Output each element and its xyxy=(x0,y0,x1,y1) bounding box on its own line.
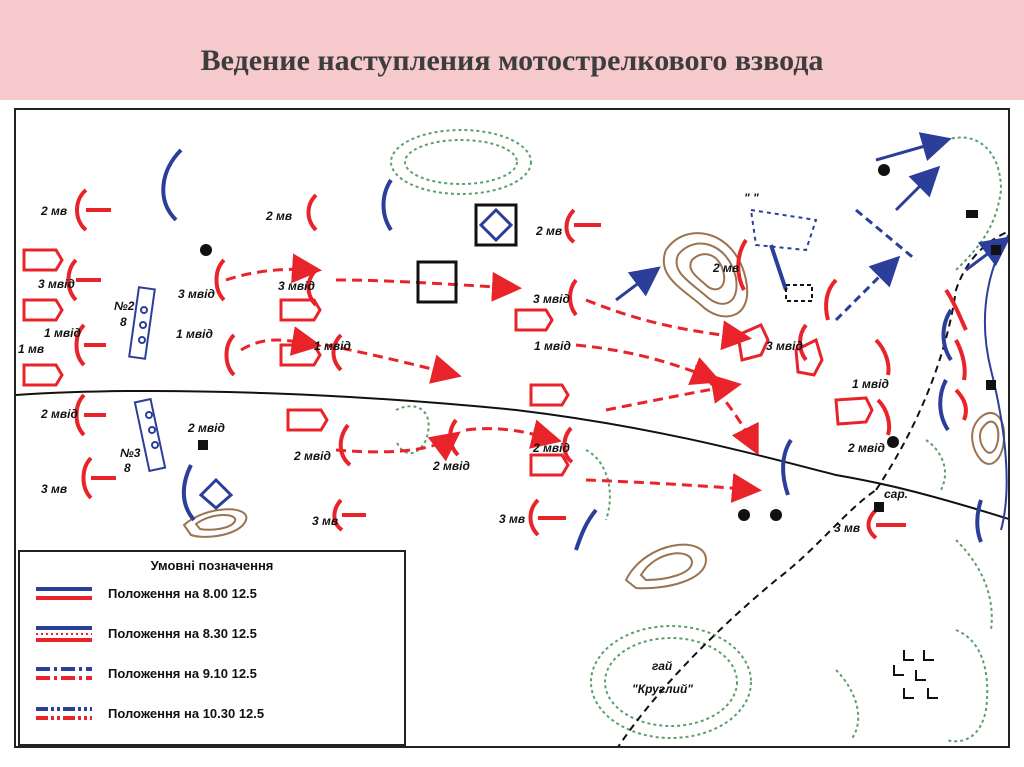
label-2mvid: 2 мвід xyxy=(432,459,470,473)
blue-hatched-area xyxy=(749,208,818,252)
sar-label: сар. xyxy=(884,487,908,501)
position-2-denominator: 8 xyxy=(120,315,127,329)
label-1mv: 1 мв xyxy=(18,342,44,356)
unit-labels: 2 мв 3 мвід 1 мвід 1 мв 2 мвід 3 мв 2 мв… xyxy=(18,191,908,696)
label-2mvid: 2 мвід xyxy=(532,441,570,455)
label-2mvid: 2 мвід xyxy=(40,407,78,421)
title-band xyxy=(0,0,1024,100)
legend-item: Положення на 9.10 12.5 xyxy=(34,662,394,686)
label-1mvid: 1 мвід xyxy=(314,339,351,353)
label-3mvid: 3 мвід xyxy=(38,277,75,291)
label-1mvid: 1 мвід xyxy=(852,377,889,391)
legend-swatch-solid xyxy=(36,587,92,600)
page-title: Ведение наступления мотострелкового взво… xyxy=(200,44,824,77)
enemy-movements xyxy=(615,132,1008,322)
legend-item: Положення на 8.00 12.5 xyxy=(34,582,394,606)
label-3mv: 3 мв xyxy=(41,482,67,496)
label-1mvid: 1 мвід xyxy=(176,327,213,341)
label-2mvid: 2 мвід xyxy=(293,449,331,463)
label-2mv: 2 мв xyxy=(265,209,292,223)
legend-item: Положення на 10.30 12.5 xyxy=(34,702,394,726)
hill-lower-left xyxy=(182,508,248,538)
enemy-rhombus-marks xyxy=(198,207,514,510)
label-2mv: 2 мв xyxy=(40,204,67,218)
tree-symbols xyxy=(200,164,899,521)
forest-right xyxy=(395,136,1003,743)
hill-center xyxy=(662,232,749,318)
label-2mvid: 2 мвід xyxy=(187,421,225,435)
position-3-denominator: 8 xyxy=(124,461,131,475)
label-1mvid: 1 мвід xyxy=(534,339,571,353)
legend-label: Положення на 8.30 12.5 xyxy=(108,626,257,641)
label-2mv: 2 мв xyxy=(712,261,739,275)
grove-name-label: "Круглий" xyxy=(632,682,693,696)
grove-type-label: гай xyxy=(652,659,673,673)
label-3mv: 3 мв xyxy=(834,521,860,535)
tactical-map: 2 мв 3 мвід 1 мвід 1 мв 2 мвід 3 мв 2 мв… xyxy=(14,108,1010,748)
hill-lower-center xyxy=(624,543,708,590)
legend-swatch-dash-dot xyxy=(36,667,92,680)
blocks xyxy=(198,210,1001,512)
label-3mvid: 3 мвід xyxy=(533,292,570,306)
legend-label: Положення на 10.30 12.5 xyxy=(108,706,265,721)
legend-item: Положення на 8.30 12.5 xyxy=(34,622,394,646)
position-3-number: №3 xyxy=(120,446,141,460)
road-main xyxy=(16,389,1008,520)
label-3mvid: 3 мвід xyxy=(278,279,315,293)
label-1mvid: 1 мвід xyxy=(44,326,81,340)
label-3mvid: 3 мвід xyxy=(178,287,215,301)
enemy-positions xyxy=(161,148,983,551)
legend-label: Положення на 9.10 12.5 xyxy=(108,666,257,681)
enemy-strongpoints xyxy=(416,203,813,304)
legend-title: Умовні позначення xyxy=(150,558,274,573)
legend-swatch-dash-dot-dot xyxy=(36,707,92,720)
hill-right xyxy=(971,412,1006,465)
position-2-number: №2 xyxy=(114,299,135,313)
label-3mv: 3 мв xyxy=(499,512,525,526)
position-strips xyxy=(128,286,167,473)
forest-grove-kruglyi xyxy=(590,625,752,739)
ruin-marks xyxy=(893,650,938,699)
legend: Умовні позначення Положення на 8.00 12.5… xyxy=(18,550,406,746)
label-3mvid: 3 мвід xyxy=(766,339,803,353)
label-2mvid: 2 мвід xyxy=(847,441,885,455)
map-canvas: 2 мв 3 мвід 1 мвід 1 мв 2 мвід 3 мв 2 мв… xyxy=(16,129,1008,746)
legend-label: Положення на 8.00 12.5 xyxy=(108,586,257,601)
label-2mv: 2 мв xyxy=(535,224,562,238)
legend-swatch-dotted xyxy=(36,626,92,642)
friendly-vehicles xyxy=(22,248,874,477)
friendly-unit-marks xyxy=(66,188,968,540)
label-3mv: 3 мв xyxy=(312,514,338,528)
road-side xyxy=(617,230,1008,746)
quote-mark: " " xyxy=(744,191,759,205)
forest-top xyxy=(390,129,532,195)
